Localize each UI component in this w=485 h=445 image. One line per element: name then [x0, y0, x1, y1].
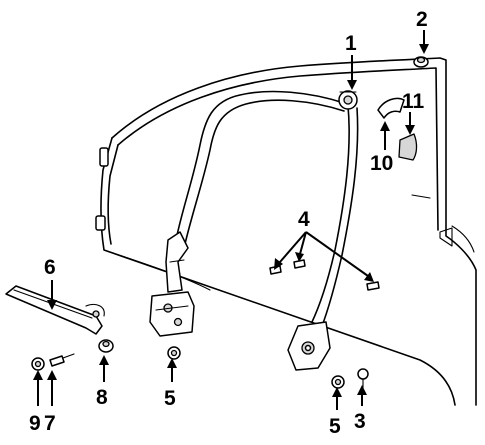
callout-8: 8: [96, 386, 108, 409]
trim-cover: [377, 97, 418, 161]
seat-belt-webbing: [175, 90, 359, 327]
callout-2: 2: [416, 8, 428, 31]
callout-5-right: 5: [329, 415, 341, 438]
vehicle-body-outline: [95, 57, 477, 406]
callout-4: 4: [298, 208, 310, 231]
cap-nut: [413, 56, 429, 68]
callout-arrows: [33, 30, 429, 410]
callout-10: 10: [370, 152, 393, 175]
callout-9: 9: [29, 412, 41, 435]
callout-1: 1: [345, 32, 357, 55]
spacer: [98, 339, 114, 353]
lower-retractor: [287, 321, 331, 371]
lower-nuts: [167, 346, 345, 389]
callout-11: 11: [402, 90, 425, 113]
d-ring-anchor: [338, 90, 358, 110]
bolts-set: [269, 259, 380, 291]
mount-bolt: [357, 368, 369, 389]
callout-7: 7: [44, 412, 56, 435]
buckle-stalk: [5, 285, 105, 335]
callout-5-left: 5: [164, 387, 176, 410]
nut-bolt: [31, 353, 75, 371]
callout-6: 6: [44, 256, 56, 279]
callout-3: 3: [354, 410, 366, 433]
callout-labels: 1 2 3 4 5 5 6 7 8 9 10 11: [29, 8, 428, 438]
buckle-retractor-assembly: [149, 231, 195, 337]
